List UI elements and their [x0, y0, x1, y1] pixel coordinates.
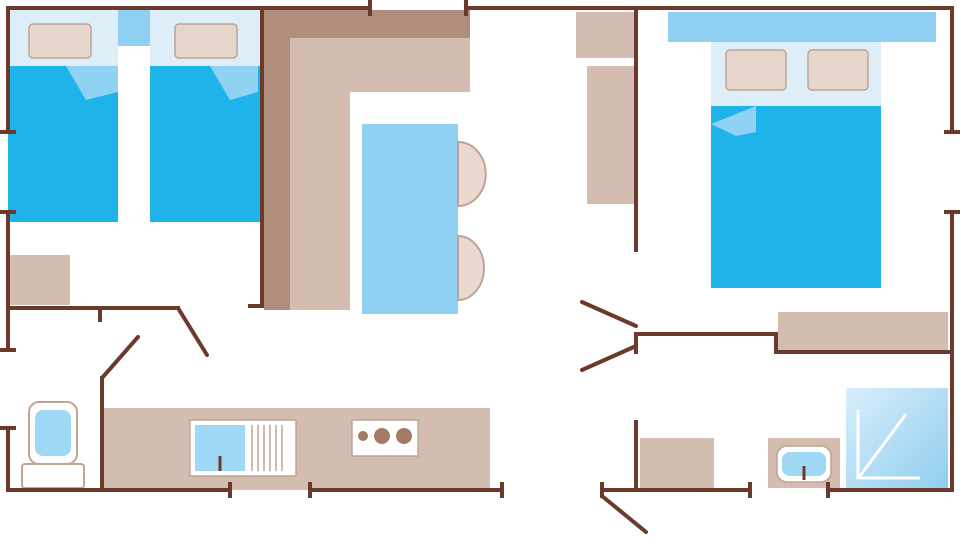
bed-fold: [210, 66, 258, 100]
burner: [358, 431, 368, 441]
door-swing-icon: [580, 300, 638, 328]
bathroom-cabinet: [640, 438, 714, 488]
kitchen-sink-icon: [189, 419, 297, 477]
pillow: [28, 23, 92, 59]
cooktop-icon: [351, 419, 419, 457]
toilet-seat: [35, 410, 71, 456]
pillow: [807, 49, 869, 91]
walls: [0, 0, 960, 498]
door-swing-icon: [100, 335, 140, 380]
kitchen-counter: [104, 408, 490, 490]
door-swing-icon: [176, 306, 209, 357]
toilet-tank: [21, 463, 85, 489]
cabinet: [587, 66, 634, 204]
wardrobe: [10, 255, 70, 305]
doors: [100, 300, 648, 534]
shower-drain-lines: [856, 410, 920, 480]
twin-bedroom: [8, 10, 260, 305]
master-bedroom: [668, 12, 948, 350]
bedside-table: [118, 10, 150, 46]
living-room: [264, 10, 634, 314]
pillow: [725, 49, 787, 91]
toilet-icon: [21, 401, 85, 489]
washbasin-icon: [768, 438, 840, 488]
basin-water: [782, 452, 826, 476]
pillow: [174, 23, 238, 59]
drainer: [251, 425, 283, 471]
burner: [374, 428, 390, 444]
stool-icon: [457, 140, 487, 208]
stool-icon: [457, 234, 485, 302]
dining-table-icon: [362, 124, 458, 314]
door-swing-icon: [600, 494, 648, 534]
wardrobe: [778, 312, 948, 350]
shower-icon: [846, 388, 948, 490]
door-swing-icon: [580, 344, 638, 372]
bed-cover: [711, 106, 881, 288]
bed-icon: [8, 10, 118, 222]
burner: [396, 428, 412, 444]
cabinet: [576, 12, 634, 58]
sofa-back: [264, 10, 470, 310]
toilet-room: [21, 401, 85, 489]
headboard-shelf: [668, 12, 936, 42]
bed-icon: [711, 42, 881, 288]
sofa-base: [264, 10, 470, 310]
kitchen: [104, 408, 490, 490]
l-shaped-sofa-icon: [264, 10, 470, 310]
bathroom: [640, 388, 948, 490]
bed-fold: [711, 106, 756, 136]
bed-icon: [150, 10, 260, 222]
bed-fold: [66, 66, 118, 100]
